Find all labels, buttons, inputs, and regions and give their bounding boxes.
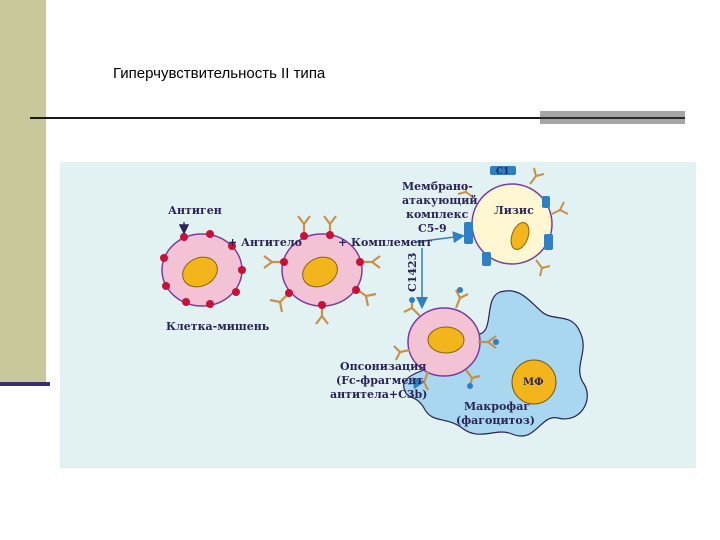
opsonization-label-line2: (Fc-фрагмент: [336, 374, 423, 387]
antigen-label: Антиген: [168, 204, 222, 217]
complement-opsonized: [409, 287, 499, 389]
title-rule-accent-line: [540, 117, 685, 119]
diagram-svg: МФ: [160, 166, 588, 437]
mac-label-line2: атакующий: [402, 194, 478, 207]
antibody-label: + Антитело: [228, 236, 302, 249]
decorative-side-bar-accent: [0, 382, 50, 386]
macrophage-label-line1: Макрофаг: [464, 400, 530, 413]
antigen-dots-cell2: [280, 231, 364, 309]
antibodies-lysis: [457, 167, 569, 277]
title-rule: [30, 117, 540, 119]
mac-label-line3: комплекс: [406, 208, 469, 221]
antigen-dots: [160, 230, 246, 308]
hypersensitivity-diagram: МФ: [60, 162, 696, 468]
target-cell-label: Клетка-мишень: [166, 320, 270, 333]
complement-units-lysis: [464, 166, 553, 266]
complement-label: + Комплемент: [338, 236, 432, 249]
opsonization-label-line3: антитела+С3b): [330, 388, 427, 401]
c1423-label: С1423: [406, 253, 419, 292]
mac-label-line1: Мембрано-: [402, 180, 473, 193]
decorative-side-bar: [0, 0, 46, 382]
opsonization-arrow: [407, 377, 425, 390]
opsonized-cell: [407, 307, 481, 377]
antibody-coated-cell: [281, 233, 363, 307]
lysis-label: Лизис: [494, 204, 534, 217]
opsonization-label-line1: Опсонизация: [340, 360, 426, 373]
macrophage-nucleus: [511, 359, 557, 405]
complement-arrow: [415, 231, 465, 244]
mf-label: МФ: [523, 377, 544, 388]
target-cell: [161, 233, 243, 307]
macrophage-label-line2: (фагоцитоз): [456, 414, 535, 427]
antibodies-cell2: [263, 215, 381, 325]
slide-title: Гиперчувствительность II типа: [113, 65, 326, 82]
lysis-cell: [471, 183, 553, 265]
mac-label-line4: С5-9: [418, 222, 447, 235]
c1-label: С1: [496, 167, 509, 177]
